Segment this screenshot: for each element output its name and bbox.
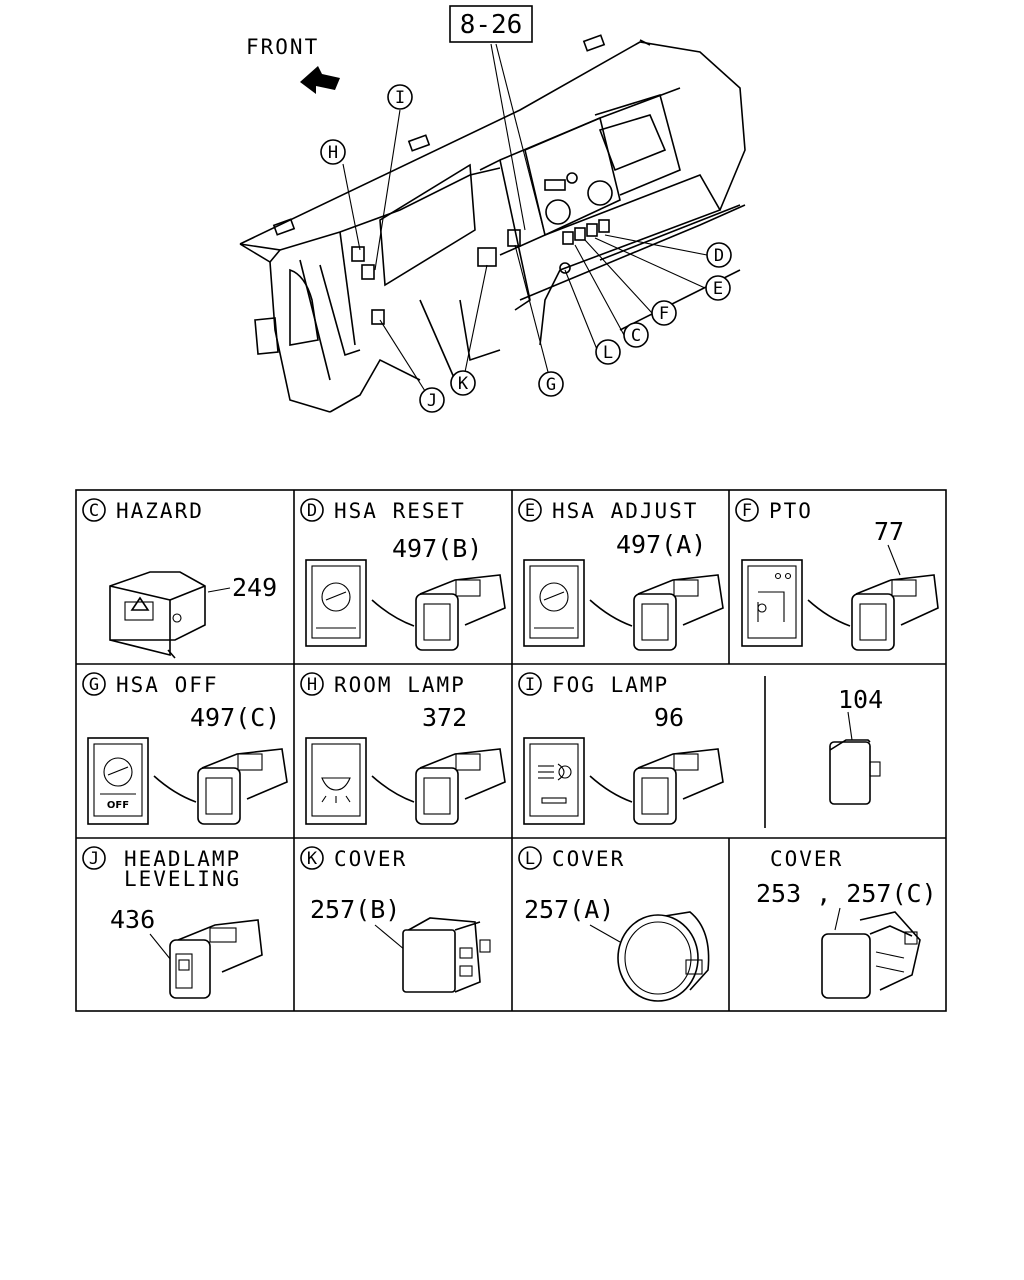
callout-L: L xyxy=(595,339,621,365)
callout-K: K xyxy=(450,370,476,396)
part-number: 249 xyxy=(232,573,277,602)
blank-cover-icon xyxy=(402,917,491,993)
svg-text:H: H xyxy=(328,143,338,163)
callout-E: E xyxy=(705,275,731,301)
svg-text:C: C xyxy=(631,326,641,346)
room-lamp-symbol-icon xyxy=(305,737,367,825)
panel-title: HEADLAMP xyxy=(124,847,241,871)
panel-title: HSA RESET xyxy=(334,499,466,523)
panel-letter: J xyxy=(89,849,99,869)
pto-symbol-icon xyxy=(741,559,803,647)
panel-headlamp-leveling: J HEADLAMP LEVELING 436 xyxy=(82,846,263,999)
callout-J: J xyxy=(419,387,445,413)
part-number: 257(B) xyxy=(310,895,400,924)
panel-letter: K xyxy=(307,849,318,869)
svg-text:K: K xyxy=(458,374,469,394)
off-badge: OFF xyxy=(107,800,129,811)
part-number: 497(B) xyxy=(392,534,482,563)
panel-title-line2: LEVELING xyxy=(124,867,241,891)
part-number: 372 xyxy=(422,703,467,732)
switch-body-icon xyxy=(633,748,724,825)
panel-cover-l: L COVER 257(A) xyxy=(518,846,710,1002)
panel-title: PTO xyxy=(769,499,813,523)
hsa-adjust-symbol-icon xyxy=(523,559,585,647)
callout-C: C xyxy=(623,322,649,348)
relay-block-icon xyxy=(829,739,881,805)
panel-title: COVER xyxy=(552,847,625,871)
panel-title: FOG LAMP xyxy=(552,673,669,697)
callout-leaders xyxy=(342,43,708,392)
svg-text:F: F xyxy=(659,304,669,324)
reference-box xyxy=(449,5,533,43)
fog-lamp-symbol-icon xyxy=(523,737,585,825)
front-label: FRONT xyxy=(246,35,319,59)
panel-hsa-off: G HSA OFF 497(C) OFF xyxy=(82,672,288,825)
panel-cover-k: K COVER 257(B) xyxy=(300,846,491,993)
parts-grid xyxy=(75,489,947,1012)
svg-text:D: D xyxy=(714,246,724,266)
svg-text:L: L xyxy=(603,343,613,363)
switch-body-icon xyxy=(197,748,288,825)
hsa-off-symbol-icon: OFF xyxy=(87,737,149,825)
panel-letter: C xyxy=(89,501,99,521)
panel-fog-lamp: I FOG LAMP 96 104 xyxy=(518,672,883,825)
panel-pto: F PTO 77 xyxy=(735,498,939,651)
panel-letter: L xyxy=(525,849,535,869)
panel-letter: I xyxy=(525,675,535,695)
part-number: 77 xyxy=(874,517,904,546)
dashboard-drawing xyxy=(239,34,746,413)
callout-G: G xyxy=(538,371,564,397)
part-number-extra: 104 xyxy=(838,685,883,714)
callout-I: I xyxy=(387,84,413,110)
svg-text:E: E xyxy=(713,279,723,299)
panel-letter: D xyxy=(307,501,317,521)
svg-text:J: J xyxy=(427,391,437,411)
panel-letter: G xyxy=(89,675,99,695)
panel-title: HSA OFF xyxy=(116,673,219,697)
part-number: 257(A) xyxy=(524,895,614,924)
panel-letter: E xyxy=(525,501,535,521)
panel-hsa-reset: D HSA RESET 497(B) xyxy=(300,498,506,651)
panel-title: COVER xyxy=(334,847,407,871)
hsa-reset-symbol-icon xyxy=(305,559,367,647)
panel-hsa-adjust: E HSA ADJUST 497(A) xyxy=(518,498,724,651)
part-number: 436 xyxy=(110,905,155,934)
hazard-switch-icon xyxy=(109,571,206,659)
switch-body-icon xyxy=(415,574,506,651)
part-number: 253 , 257(C) xyxy=(756,879,937,908)
reference-box-label: 8-26 xyxy=(460,10,523,40)
panel-title: ROOM LAMP xyxy=(334,673,466,697)
front-arrow-icon xyxy=(300,66,340,94)
cover-clip-icon xyxy=(821,911,921,999)
part-number: 497(A) xyxy=(616,530,706,559)
switch-body-icon xyxy=(851,574,939,651)
callout-D: D xyxy=(706,242,732,268)
panel-room-lamp: H ROOM LAMP 372 xyxy=(300,672,506,825)
panel-letter: F xyxy=(742,501,752,521)
svg-text:G: G xyxy=(546,375,556,395)
panel-cover-general: COVER 253 , 257(C) xyxy=(756,847,937,999)
part-number: 497(C) xyxy=(190,703,280,732)
round-cover-icon xyxy=(617,911,710,1002)
dashboard-overview: 8-26 FRONT xyxy=(239,5,746,413)
panel-title: HSA ADJUST xyxy=(552,499,698,523)
callout-F: F xyxy=(651,300,677,326)
panel-title: COVER xyxy=(770,847,843,871)
panel-hazard: C HAZARD 249 xyxy=(82,498,277,659)
switch-body-icon xyxy=(415,748,506,825)
panel-letter: H xyxy=(307,675,317,695)
panel-title: HAZARD xyxy=(116,499,204,523)
switch-body-icon xyxy=(633,574,724,651)
callout-H: H xyxy=(320,139,346,165)
headlamp-leveling-switch-icon xyxy=(169,919,263,999)
svg-text:I: I xyxy=(395,88,405,108)
part-number: 96 xyxy=(654,703,684,732)
